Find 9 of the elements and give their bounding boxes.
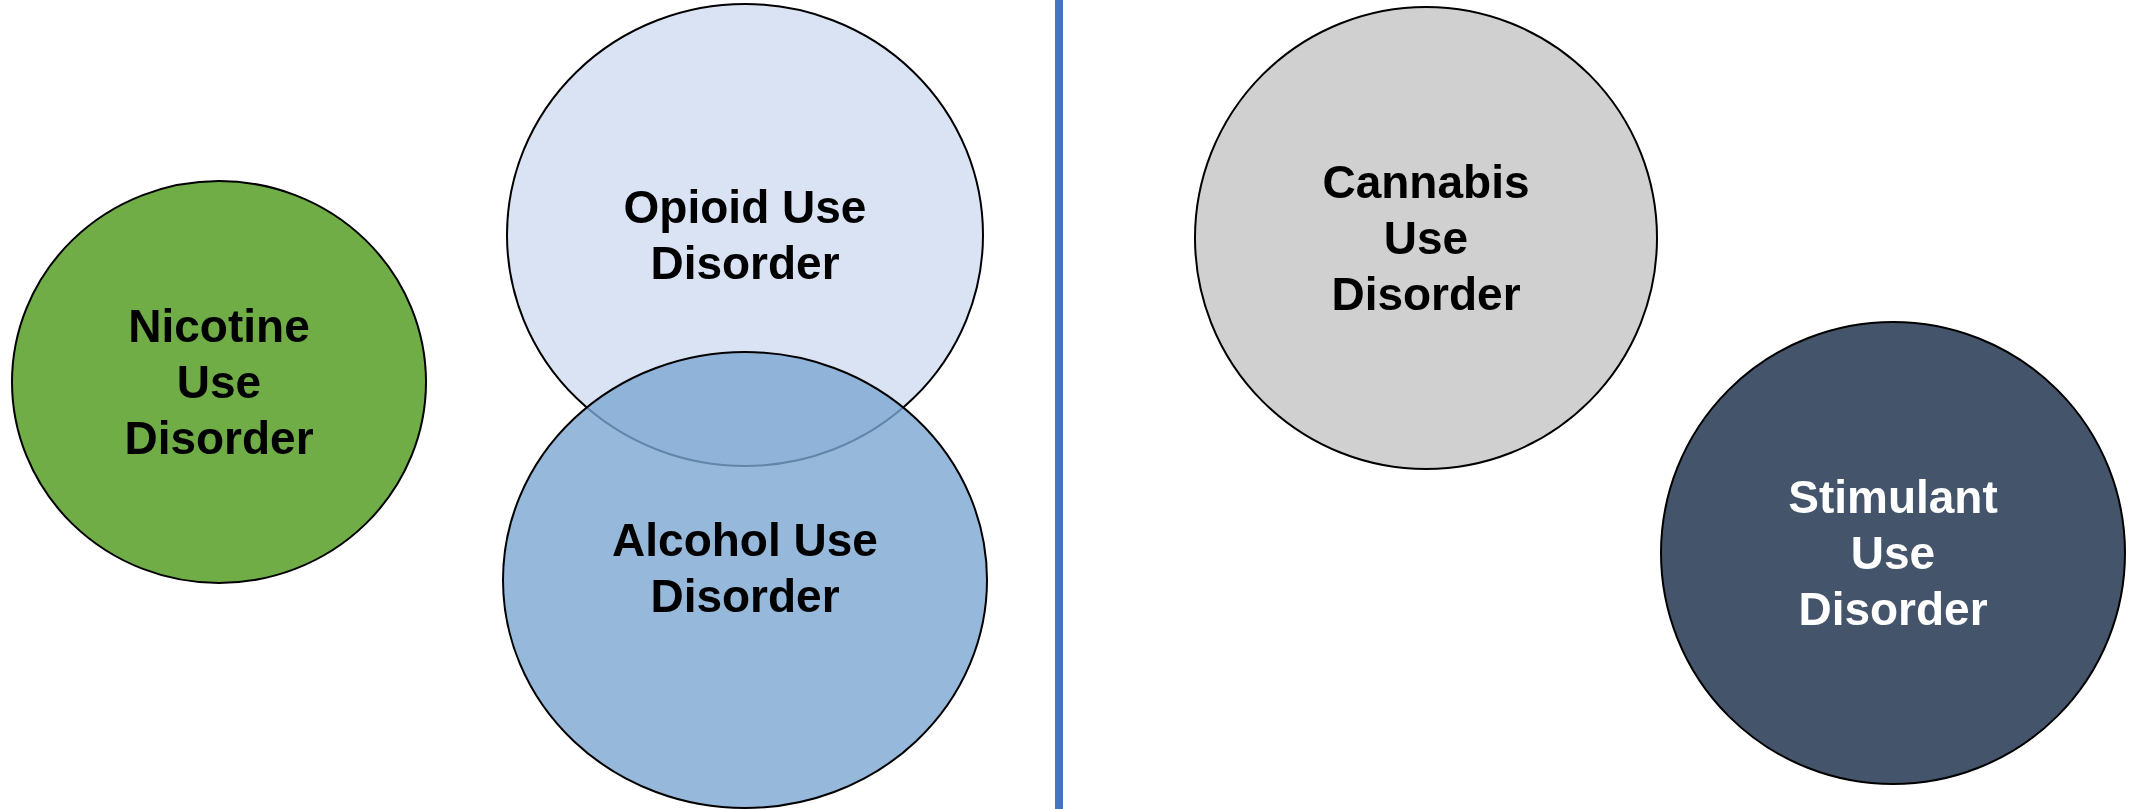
circle-label: Stimulant Use Disorder xyxy=(1787,470,1999,637)
circle-label: Cannabis Use Disorder xyxy=(1321,155,1531,322)
venn-circle xyxy=(502,351,988,809)
venn-circle xyxy=(11,180,427,584)
circle-label: Nicotine Use Disorder xyxy=(123,299,315,466)
venn-circle xyxy=(1660,321,2126,785)
circle-label: Alcohol Use Disorder xyxy=(611,513,879,624)
circle-label: Opioid Use Disorder xyxy=(622,180,868,291)
venn-circle xyxy=(1194,6,1658,470)
